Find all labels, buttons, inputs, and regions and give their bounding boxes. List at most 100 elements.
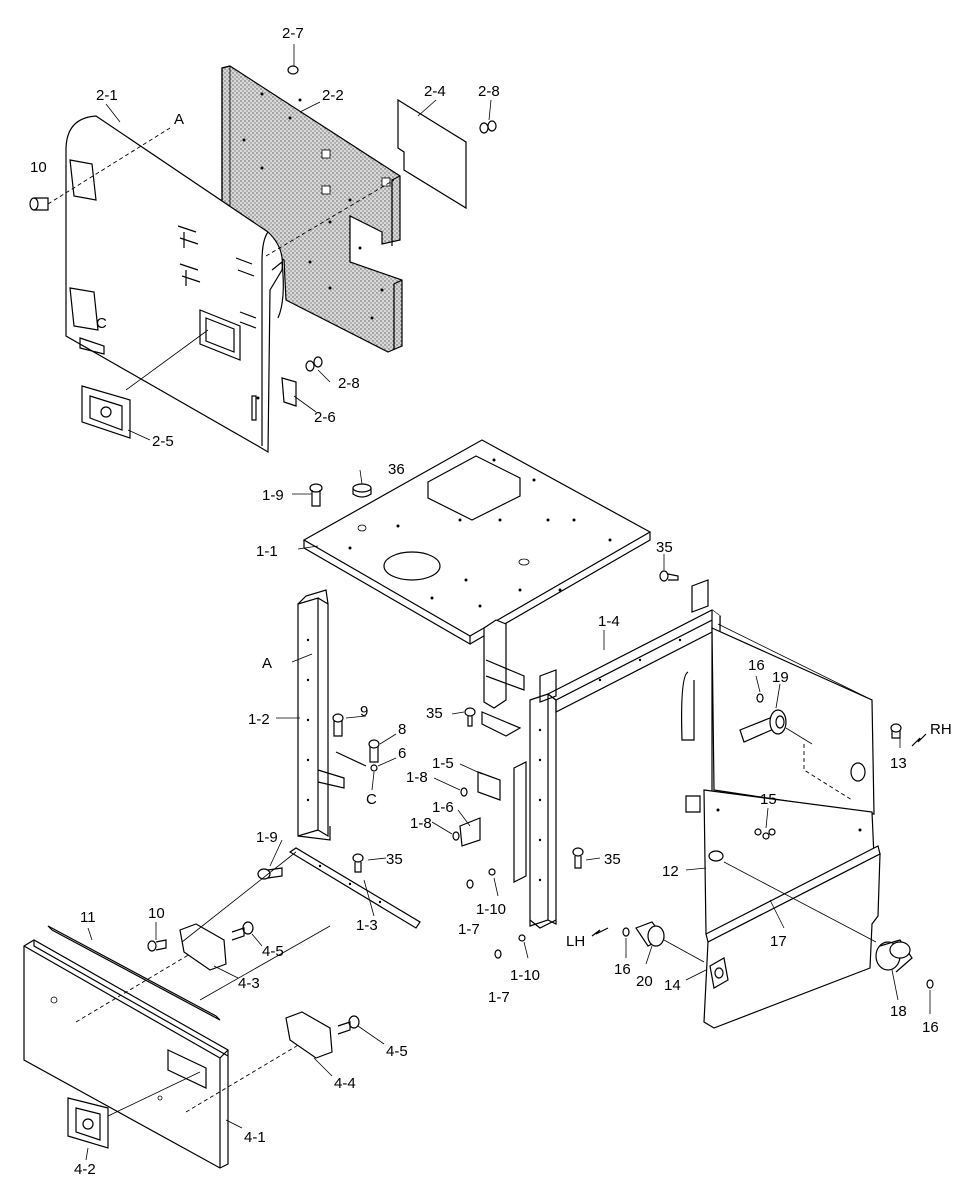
- bolt-4-5-a-icon: [231, 921, 254, 941]
- label-1-10-b: 1-10: [510, 967, 540, 984]
- label-15: 15: [760, 791, 777, 808]
- plate-2-4: [397, 98, 467, 210]
- label-11: 11: [80, 909, 96, 926]
- front-cover-4-1: [23, 939, 229, 1169]
- lock-4-2-icon: [67, 1097, 109, 1149]
- bolt-1-7-a-icon: [466, 879, 474, 889]
- fittings-15-icon: [754, 828, 776, 840]
- bolt-10-bottom-icon: [147, 939, 167, 952]
- bolt-4-5-b-icon: [337, 1015, 360, 1035]
- bracket-1-5: [477, 771, 501, 801]
- label-1-2: 1-2: [248, 711, 270, 728]
- label-12: 12: [662, 863, 679, 880]
- label-A-top: A: [174, 111, 184, 128]
- label-1-6: 1-6: [432, 799, 454, 816]
- side-cover-2-1: [65, 115, 284, 454]
- label-35-low2: 35: [604, 851, 621, 868]
- upper-rear-panel: [685, 627, 875, 815]
- foam-pad-2-2: [221, 65, 403, 353]
- label-10-top: 10: [30, 159, 47, 176]
- label-C-frame: C: [366, 791, 377, 808]
- label-2-8-top: 2-8: [478, 83, 500, 100]
- label-1-1: 1-1: [256, 543, 278, 560]
- label-35-low: 35: [386, 851, 403, 868]
- label-RH: RH: [930, 721, 952, 738]
- label-8: 8: [398, 721, 406, 738]
- nut-2-7-icon: [287, 65, 299, 75]
- bolt-16-bottom-icon: [926, 979, 934, 989]
- lock-2-5-icon: [81, 385, 131, 439]
- label-17: 17: [770, 933, 787, 950]
- label-6: 6: [398, 745, 406, 762]
- hinge-4-4: [285, 1011, 333, 1059]
- label-2-2: 2-2: [322, 87, 344, 104]
- bolt-1-7-b-icon: [494, 949, 502, 959]
- label-A-frame: A: [262, 655, 272, 672]
- label-4-3: 4-3: [238, 975, 260, 992]
- label-20: 20: [636, 973, 653, 990]
- label-1-7-b: 1-7: [488, 989, 510, 1006]
- bolt-1-9-bottom-icon: [257, 867, 283, 880]
- bolt-10-top-icon: [29, 197, 49, 211]
- hinge-4-3: [179, 923, 227, 971]
- label-2-5: 2-5: [152, 433, 174, 450]
- pipe-19-icon: [739, 709, 787, 743]
- washer-1-10-a-icon: [488, 868, 496, 876]
- label-1-8-b: 1-8: [410, 815, 432, 832]
- label-4-5-b: 4-5: [386, 1043, 408, 1060]
- elbow-18-icon: [875, 939, 913, 973]
- bolt-35-low2-icon: [572, 847, 584, 869]
- top-plate-1-1: [302, 439, 652, 646]
- label-13: 13: [890, 755, 907, 772]
- label-14: 14: [664, 977, 681, 994]
- label-LH: LH: [566, 933, 585, 950]
- bolt-2-8-mid-icon: [305, 356, 323, 372]
- label-16-top: 16: [748, 657, 765, 674]
- label-1-10-a: 1-10: [476, 901, 506, 918]
- bracket-2-6: [281, 377, 297, 407]
- label-18: 18: [890, 1003, 907, 1020]
- label-19: 19: [772, 669, 789, 686]
- label-2-6: 2-6: [314, 409, 336, 426]
- bracket-1-6: [459, 817, 481, 847]
- label-1-9-top: 1-9: [262, 487, 284, 504]
- latch-9-8-6: [332, 713, 380, 772]
- label-10-bottom: 10: [148, 905, 165, 922]
- seal-strip-11: [47, 925, 221, 1021]
- bolt-35-right-icon: [659, 570, 679, 582]
- label-1-8-a: 1-8: [406, 769, 428, 786]
- label-1-3: 1-3: [356, 917, 378, 934]
- side-cover-assembly: [65, 65, 403, 454]
- panel-14: [703, 853, 881, 1029]
- label-C-top: C: [96, 315, 107, 332]
- front-frame-1-4: [513, 579, 722, 929]
- bolt-13-icon: [890, 723, 902, 739]
- bolt-35-low-icon: [352, 853, 364, 873]
- bolt-1-9-top-icon: [309, 483, 323, 507]
- bolt-1-8-a-icon: [460, 787, 468, 797]
- lh-arrow-icon: [591, 927, 609, 937]
- label-16-mid: 16: [614, 961, 631, 978]
- label-35-right: 35: [656, 539, 673, 556]
- washer-1-10-b-icon: [518, 934, 526, 942]
- lower-rail-1-3: [288, 847, 421, 929]
- bolt-16-top-icon: [756, 693, 764, 703]
- label-4-4: 4-4: [334, 1075, 356, 1092]
- label-16-bottom: 16: [922, 1019, 939, 1036]
- label-2-1: 2-1: [96, 87, 118, 104]
- label-1-5: 1-5: [432, 755, 454, 772]
- label-9: 9: [360, 703, 368, 720]
- label-1-9-bottom: 1-9: [256, 829, 278, 846]
- label-2-7: 2-7: [282, 25, 304, 42]
- label-1-4: 1-4: [598, 613, 620, 630]
- label-4-1: 4-1: [244, 1129, 266, 1146]
- grommet-36-icon: [352, 483, 372, 498]
- fitting-20-icon: [635, 921, 665, 947]
- bolt-35-mid-icon: [464, 707, 476, 727]
- label-2-4: 2-4: [424, 83, 446, 100]
- label-1-7-a: 1-7: [458, 921, 480, 938]
- bolt-2-8-top-icon: [479, 120, 497, 134]
- label-2-8-mid: 2-8: [338, 375, 360, 392]
- bolt-1-8-b-icon: [452, 831, 460, 841]
